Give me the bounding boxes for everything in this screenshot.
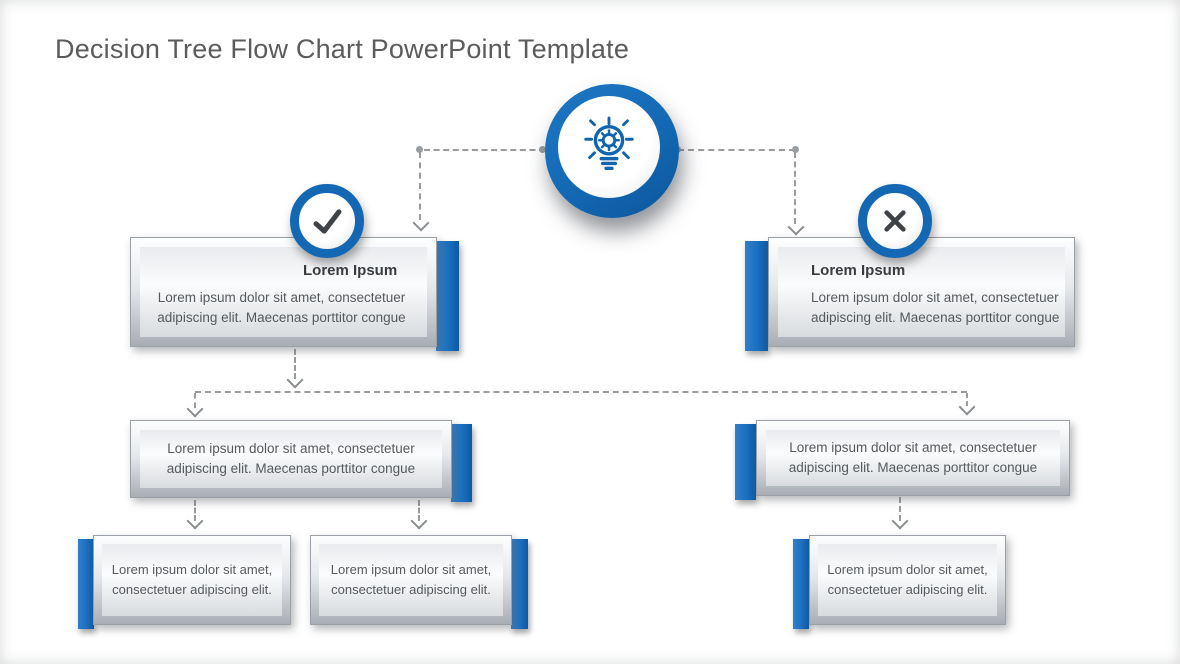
arrowhead-down-icon	[958, 398, 976, 416]
node-body-wrap: Lorem ipsum dolor sit amet, consectetuer…	[766, 430, 1060, 486]
node-face	[766, 430, 1060, 486]
node-title: Lorem Ipsum	[303, 262, 398, 279]
connector-hub-to-yes-vertical	[419, 152, 421, 220]
accent-bar	[745, 241, 768, 351]
node-body: Lorem ipsum dolor sit amet, consectetuer…	[157, 290, 406, 325]
connector-hub-to-yes-horizontal	[424, 149, 545, 151]
accent-bar	[511, 539, 528, 629]
page-title: Decision Tree Flow Chart PowerPoint Temp…	[55, 34, 630, 64]
node-title: Lorem Ipsum	[811, 262, 906, 279]
hub-inner-circle	[558, 96, 660, 198]
arrowhead-down-icon	[410, 512, 428, 530]
node-level3-right: Lorem ipsum dolor sit amet, consectetuer…	[809, 535, 1006, 625]
accent-bar	[451, 424, 472, 502]
node-body: Lorem ipsum dolor sit amet, consectetuer…	[330, 562, 492, 597]
arrowhead-down-icon	[186, 400, 204, 418]
cross-badge	[858, 184, 932, 258]
node-body-wrap: Lorem ipsum dolor sit amet, consectetuer…	[320, 545, 502, 615]
arrowhead-down-icon	[891, 512, 909, 530]
connector-level2-to-level3-b	[418, 500, 420, 521]
node-no: Lorem Ipsum Lorem ipsum dolor sit amet, …	[768, 237, 1075, 347]
connector-yes-to-line	[294, 349, 296, 379]
node-face	[140, 430, 442, 488]
connector-hub-to-no-vertical	[794, 152, 796, 224]
connector-dot	[539, 146, 546, 153]
arrowhead-down-icon	[186, 512, 204, 530]
connector-dot	[792, 146, 799, 153]
connector-line-to-level2-right	[966, 393, 968, 406]
connector-dot	[416, 146, 423, 153]
cross-icon	[884, 210, 906, 232]
lightbulb-gear-icon	[584, 116, 634, 171]
accent-bar	[793, 539, 809, 629]
node-level2-left: Lorem ipsum dolor sit amet, consectetuer…	[130, 420, 452, 498]
node-yes: Lorem Ipsum Lorem ipsum dolor sit amet, …	[130, 237, 437, 347]
node-body: Lorem ipsum dolor sit amet, consectetuer…	[827, 562, 988, 597]
connector-hub-to-no-horizontal	[678, 149, 795, 151]
node-face	[319, 544, 503, 616]
node-face	[778, 247, 1065, 337]
arrowhead-down-icon	[412, 214, 430, 232]
accent-bar	[78, 539, 94, 629]
connector-line-to-level2-left	[194, 393, 196, 408]
node-body: Lorem ipsum dolor sit amet, consectetuer…	[166, 441, 416, 476]
node-face	[102, 544, 282, 616]
accent-bar	[436, 241, 459, 351]
connector-level2-to-level3-right	[899, 497, 901, 521]
node-level3-left-b: Lorem ipsum dolor sit amet, consectetuer…	[310, 535, 512, 625]
arrowhead-down-icon	[787, 218, 805, 236]
node-body: Lorem ipsum dolor sit amet, consectetuer…	[111, 562, 273, 597]
connector-level2-to-level3-a	[194, 500, 196, 521]
node-face	[818, 544, 997, 616]
node-body-wrap: Lorem ipsum dolor sit amet, consectetuer…	[140, 430, 442, 488]
check-icon	[313, 209, 342, 234]
check-badge	[290, 184, 364, 258]
node-body: Lorem ipsum dolor sit amet, consectetuer…	[788, 440, 1038, 475]
node-body: Lorem ipsum dolor sit amet, consectetuer…	[811, 290, 1060, 325]
connector-distribution-line	[195, 391, 967, 393]
accent-bar	[735, 424, 756, 500]
node-face	[140, 247, 427, 337]
node-body-wrap: Lorem ipsum dolor sit amet, consectetuer…	[103, 545, 281, 615]
node-body-wrap: Lorem ipsum dolor sit amet, consectetuer…	[819, 545, 996, 615]
arrowhead-down-icon	[286, 371, 304, 389]
hub-circle	[545, 84, 679, 218]
node-level2-right: Lorem ipsum dolor sit amet, consectetuer…	[756, 420, 1070, 496]
node-level3-left-a: Lorem ipsum dolor sit amet, consectetuer…	[93, 535, 291, 625]
